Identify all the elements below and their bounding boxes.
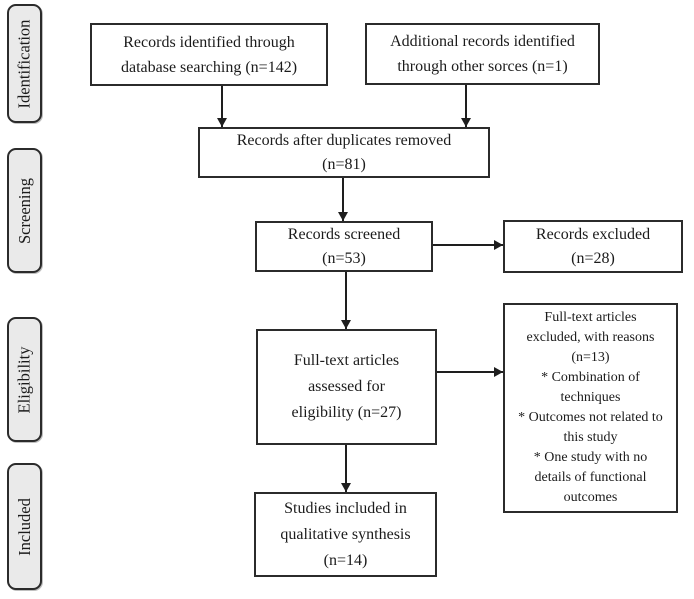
arrow-screened-to-fulltext-icon [341,272,351,329]
arrow-identified-to-duplicates-icon [217,86,227,127]
stage-label-screening: Screening [7,148,42,273]
arrow-fulltext-to-included-icon [341,445,351,492]
arrow-duplicates-to-screened-icon [338,178,348,221]
box-records-screened: Records screened (n=53) [255,221,433,272]
box-records-identified: Records identified through database sear… [90,23,328,86]
box-studies-included: Studies included in qualitative synthesi… [254,492,437,577]
box-records-after-duplicates: Records after duplicates removed (n=81) [198,127,490,178]
box-additional-records: Additional records identified through ot… [365,23,600,85]
arrow-additional-to-duplicates-icon [461,85,471,127]
stage-label-included: Included [7,463,42,590]
stage-label-screening-text: Screening [14,177,34,244]
stage-label-identification: Identification [7,4,42,123]
box-fulltext-assessed: Full-text articles assessed for eligibil… [256,329,437,445]
arrow-screened-to-excluded-icon [433,240,503,250]
stage-label-eligibility: Eligibility [7,317,42,442]
stage-label-included-text: Included [14,497,34,556]
box-fulltext-excluded-reasons: Full-text articles excluded, with reason… [503,303,678,513]
box-records-excluded: Records excluded (n=28) [503,220,683,273]
stage-label-identification-text: Identification [14,19,34,108]
stage-label-eligibility-text: Eligibility [14,346,34,413]
arrow-fulltext-to-reasons-icon [437,367,503,377]
